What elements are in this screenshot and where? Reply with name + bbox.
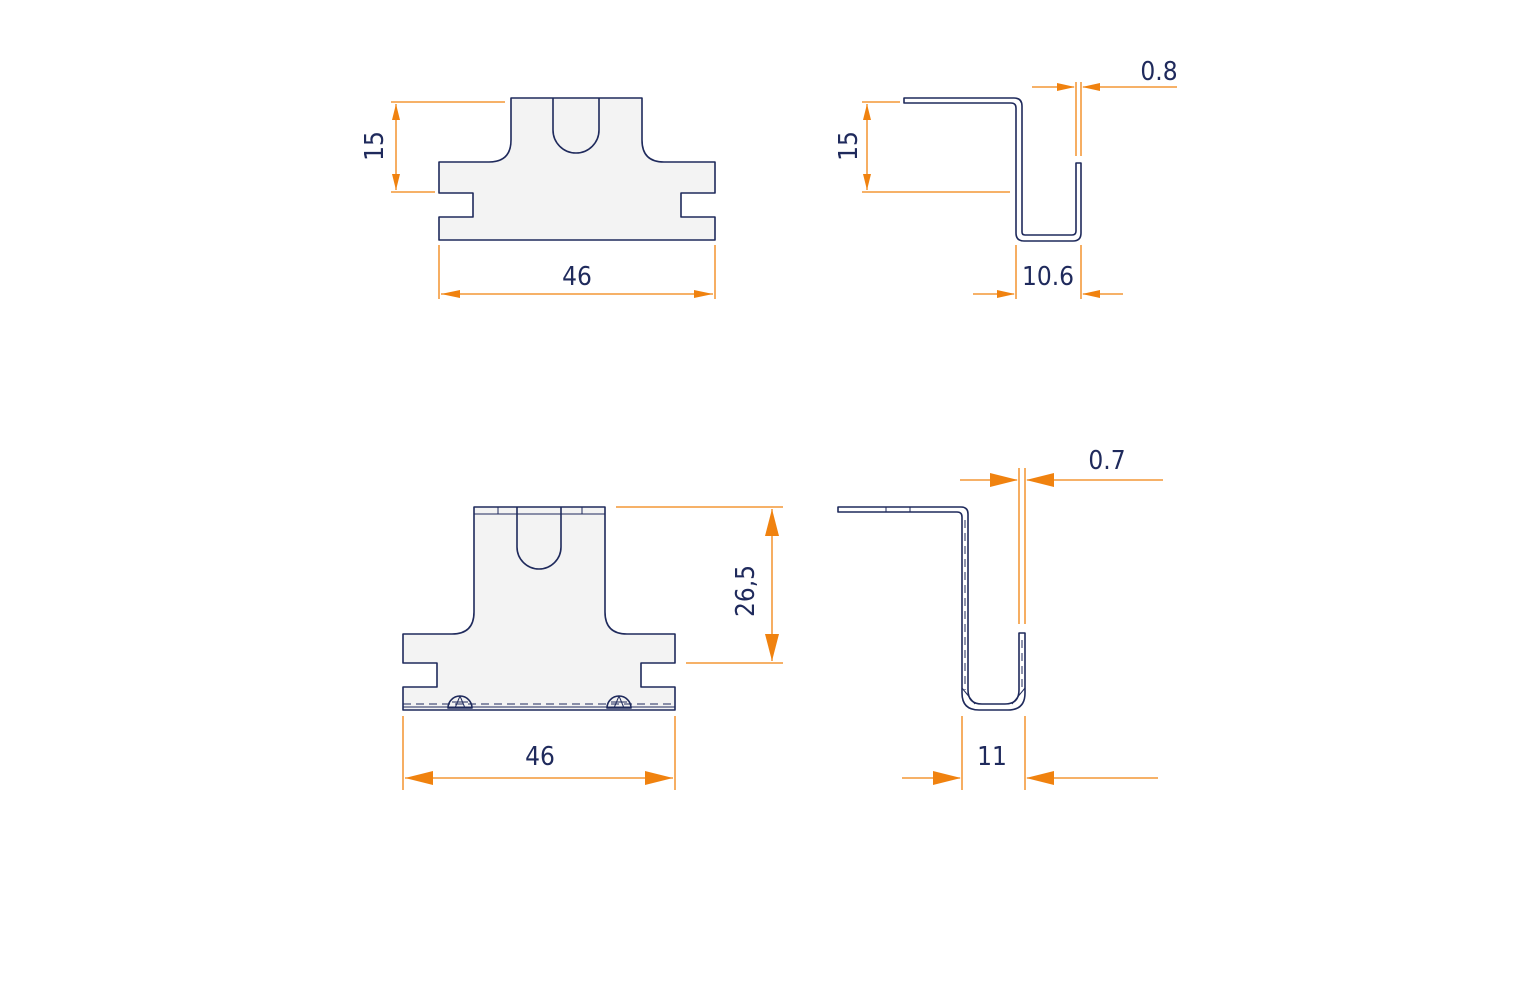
clip-bottom-side-profile <box>837 506 1026 711</box>
dimension-label-46-a: 46 <box>562 262 592 292</box>
clip-bottom-side-view: 0.7 11 <box>837 446 1163 790</box>
dimension-0-8-top-side: 0.8 <box>1032 57 1178 156</box>
dimension-26-5-bottom-front: 26,5 <box>616 506 783 664</box>
clip-top-side-profile <box>903 97 1082 242</box>
clip-top-side-view: 15 0.8 10.6 <box>834 57 1178 299</box>
dimension-11-bottom-side: 11 <box>902 716 1158 790</box>
clip-top-front-outline <box>438 97 716 241</box>
dimension-label-11: 11 <box>977 742 1007 772</box>
dimension-label-0-8: 0.8 <box>1140 57 1177 87</box>
dimension-label-26-5: 26,5 <box>731 565 761 617</box>
dimension-10-6-top-side: 10.6 <box>973 245 1123 299</box>
dimension-label-15-b: 15 <box>834 131 864 161</box>
rivet-icon-left <box>447 695 473 709</box>
clip-bottom-slot <box>516 507 562 570</box>
dimension-46-bottom-front: 46 <box>402 716 676 790</box>
dimension-label-15-a: 15 <box>360 131 390 161</box>
clip-bottom-front-outline <box>402 506 676 711</box>
dimension-15-top-front: 15 <box>360 101 505 193</box>
dimension-label-0-7: 0.7 <box>1088 446 1125 476</box>
rivet-icon-right <box>606 695 632 709</box>
clip-top-slot <box>552 98 600 154</box>
dimension-label-46-b: 46 <box>525 742 555 772</box>
dimension-15-top-side: 15 <box>834 101 1010 193</box>
clip-bottom-front-view: 26,5 46 <box>402 506 783 790</box>
dimension-0-7-bottom-side: 0.7 <box>960 446 1163 624</box>
dimension-46-top-front: 46 <box>438 245 716 299</box>
dimension-label-10-6: 10.6 <box>1022 262 1074 292</box>
clip-top-front-view: 15 46 <box>360 97 716 299</box>
